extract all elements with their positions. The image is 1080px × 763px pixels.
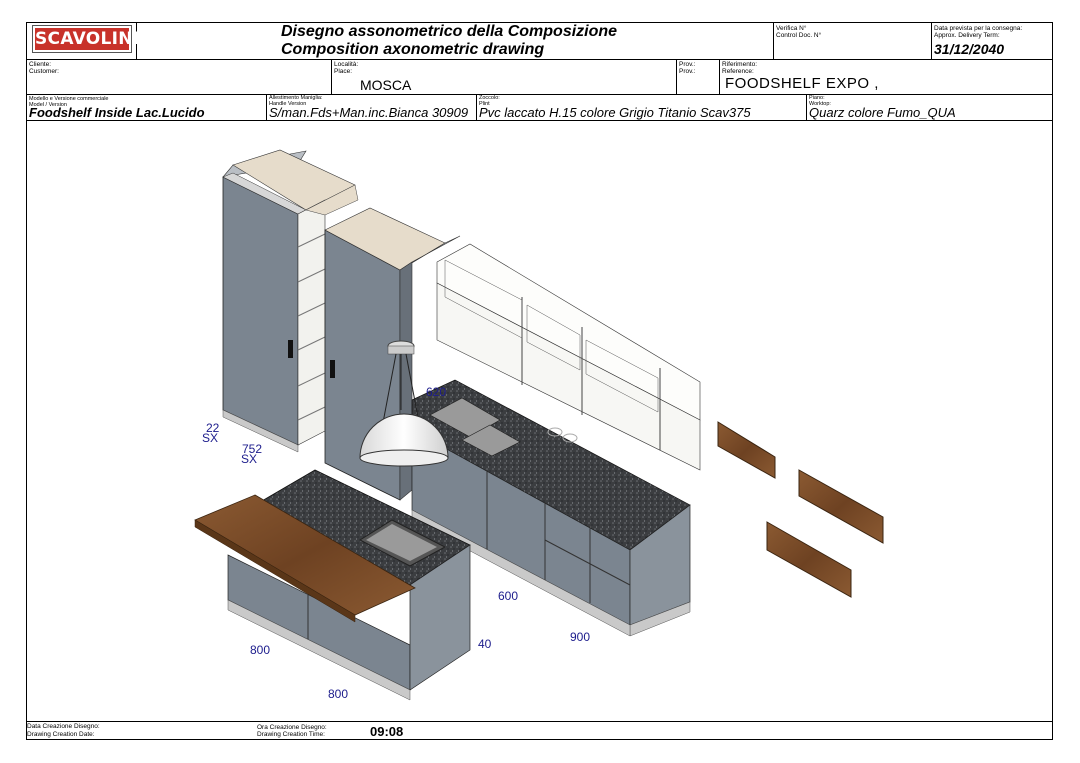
cooktop bbox=[547, 427, 578, 443]
dim-22: 22 bbox=[206, 421, 220, 435]
row2-vline-1 bbox=[331, 59, 332, 94]
date-underline bbox=[27, 739, 130, 740]
model-label-it: Modello e Versione commerciale bbox=[29, 96, 109, 102]
dim-40: 40 bbox=[478, 637, 492, 651]
creation-date-label-it: Data Creazione Disegno: bbox=[27, 723, 100, 730]
wooden-shelf-panels bbox=[717, 421, 884, 598]
handle-label-it: Allestimento Maniglia: bbox=[269, 95, 323, 101]
kitchen-island bbox=[227, 469, 471, 701]
model-label-en: Model / Version bbox=[29, 102, 67, 108]
delivery-label-it: Data prevista per la consegna: bbox=[934, 25, 1023, 32]
place-label: Place: bbox=[334, 68, 353, 75]
plinth-value: Pvc laccato H.15 colore Grigio Titanio S… bbox=[479, 105, 751, 120]
row2-vline-2 bbox=[676, 59, 677, 94]
open-shelf-unit bbox=[297, 184, 359, 446]
cliente-label: Cliente: bbox=[29, 61, 52, 68]
title-english: Composition axonometric drawing bbox=[281, 41, 545, 58]
drawing-frame bbox=[26, 22, 1053, 740]
reference-label: Reference: bbox=[722, 68, 754, 75]
header-divider-2 bbox=[26, 94, 1053, 95]
dim-800-bottom: 800 bbox=[328, 687, 348, 701]
row3-vline-3 bbox=[806, 94, 807, 120]
verifica-label: Verifica N° bbox=[776, 25, 807, 32]
header-vline-logo bbox=[136, 22, 137, 59]
handle-label-en: Handle Version bbox=[269, 101, 307, 107]
row3-vline-1 bbox=[266, 94, 267, 120]
worktop-label-en: Worktop: bbox=[809, 101, 831, 107]
tall-column-left bbox=[222, 149, 356, 453]
header-vline-delivery bbox=[931, 22, 932, 59]
model-value: Foodshelf Inside Lac.Lucido bbox=[29, 105, 205, 120]
creation-time-label-it: Ora Creazione Disegno: bbox=[257, 724, 327, 731]
handle-value: S/man.Fds+Man.inc.Bianca 30909 bbox=[269, 105, 469, 120]
row2-vline-3 bbox=[719, 59, 720, 94]
wooden-bar-top bbox=[194, 494, 416, 623]
header-vline-verifica bbox=[773, 22, 774, 59]
riferimento-label: Riferimento: bbox=[722, 61, 758, 68]
sink-double bbox=[429, 397, 521, 457]
scavolini-logo: SCAVOLINI bbox=[32, 25, 139, 53]
worktop-label-it: Piano: bbox=[809, 95, 825, 101]
prov-label-it: Prov.: bbox=[679, 61, 696, 68]
creation-time-label-en: Drawing Creation Time: bbox=[257, 731, 325, 738]
title-italian: Disegno assonometrico della Composizione bbox=[281, 23, 618, 40]
dim-752: 752 bbox=[242, 442, 262, 456]
creation-date-label-en: Drawing Creation Date: bbox=[27, 731, 95, 738]
creation-time-value: 09:08 bbox=[370, 724, 404, 739]
dim-800-left: 800 bbox=[250, 643, 270, 657]
wall-cabinets bbox=[436, 243, 701, 471]
dim-sx-2: SX bbox=[241, 452, 257, 466]
customer-label: Customer: bbox=[29, 68, 59, 75]
dim-620: 620 bbox=[426, 385, 446, 399]
dim-sx-1: SX bbox=[202, 431, 218, 445]
worktop-value: Quarz colore Fumo_QUA bbox=[809, 105, 956, 120]
base-cabinets-run bbox=[411, 379, 691, 637]
control-doc-label: Control Doc. N° bbox=[776, 32, 822, 39]
plinth-label-en: Plint bbox=[479, 101, 490, 107]
dim-600: 600 bbox=[498, 589, 518, 603]
dim-900: 900 bbox=[570, 630, 590, 644]
reference-value: FOODSHELF EXPO , bbox=[725, 75, 879, 92]
row3-vline-2 bbox=[476, 94, 477, 120]
header-divider-1 bbox=[26, 59, 1053, 60]
plinth-label-it: Zoccolo: bbox=[479, 95, 500, 101]
place-value: MOSCA bbox=[360, 77, 412, 93]
delivery-label-en: Approx. Delivery Term: bbox=[934, 32, 1000, 39]
localita-label: Località: bbox=[334, 61, 359, 68]
delivery-date: 31/12/2040 bbox=[934, 41, 1005, 57]
time-underline bbox=[213, 739, 433, 740]
header-divider-3 bbox=[26, 120, 1053, 121]
pendant-lamp bbox=[359, 340, 449, 467]
footer-divider bbox=[26, 721, 1053, 722]
prov-label-en: Prov.: bbox=[679, 68, 696, 75]
